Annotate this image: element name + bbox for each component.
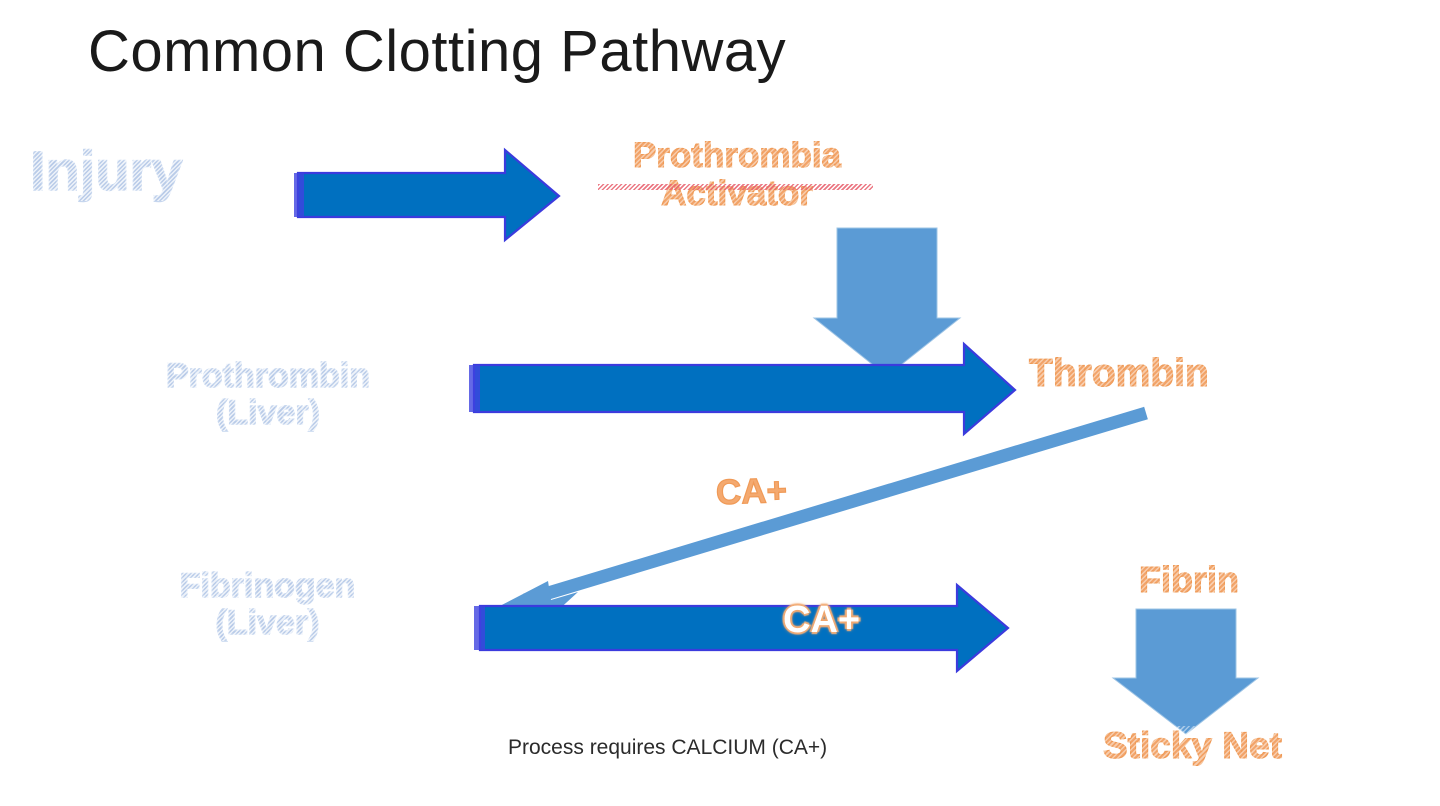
node-label-prothrombin: Prothrombin (Liver)	[118, 357, 418, 432]
node-label-prothrombia-activator-line2: Activator	[661, 173, 814, 213]
arrow-fibrin-down	[1111, 608, 1260, 735]
footnote-caption: Process requires CALCIUM (CA+)	[508, 736, 828, 759]
edge-label-ca-bottom-arrow: CA+	[783, 599, 861, 641]
node-label-prothrombia-activator: Prothrombia Activator	[592, 136, 882, 213]
arrow-thrombin-to-fibrinogen-line	[523, 406, 1148, 607]
arrow-fibrin-down-body	[1111, 608, 1260, 735]
arrow-fibrinogen-to-fibrin-tail-accent	[474, 606, 485, 650]
arrow-prothrombin-to-thrombin-body	[472, 341, 1017, 437]
arrow-injury-to-activator	[294, 147, 561, 243]
node-label-injury: Injury	[29, 139, 183, 202]
node-label-fibrinogen-line1: Fibrinogen	[179, 567, 356, 605]
edge-label-ca-diagonal: CA+	[715, 470, 789, 513]
arrow-activator-down	[812, 227, 962, 377]
node-label-sticky-net: Sticky Net	[1102, 725, 1282, 766]
node-label-prothrombia-activator-line1: Prothrombia	[632, 136, 842, 175]
arrow-injury-to-activator-tail-accent	[294, 173, 304, 217]
page-title: Common Clotting Pathway	[88, 19, 787, 84]
arrow-fibrinogen-to-fibrin-body	[478, 582, 1010, 674]
node-label-fibrinogen-line2: (Liver)	[215, 603, 320, 642]
arrow-prothrombin-to-thrombin-tail-accent	[469, 365, 480, 412]
arrow-prothrombin-to-thrombin	[469, 341, 1017, 437]
node-label-prothrombin-line2: (Liver)	[215, 393, 320, 432]
spellcheck-squiggle-underline	[598, 184, 873, 190]
arrow-injury-to-activator-body	[296, 147, 561, 243]
node-label-thrombin: Thrombin	[1028, 352, 1209, 396]
arrow-thrombin-to-fibrinogen	[494, 406, 1148, 629]
node-label-prothrombin-line1: Prothrombin	[165, 357, 370, 395]
node-label-fibrin: Fibrin	[1138, 559, 1240, 600]
arrow-fibrinogen-to-fibrin	[474, 582, 1010, 674]
arrow-activator-down-body	[812, 227, 962, 377]
node-label-fibrinogen: Fibrinogen (Liver)	[135, 567, 400, 642]
